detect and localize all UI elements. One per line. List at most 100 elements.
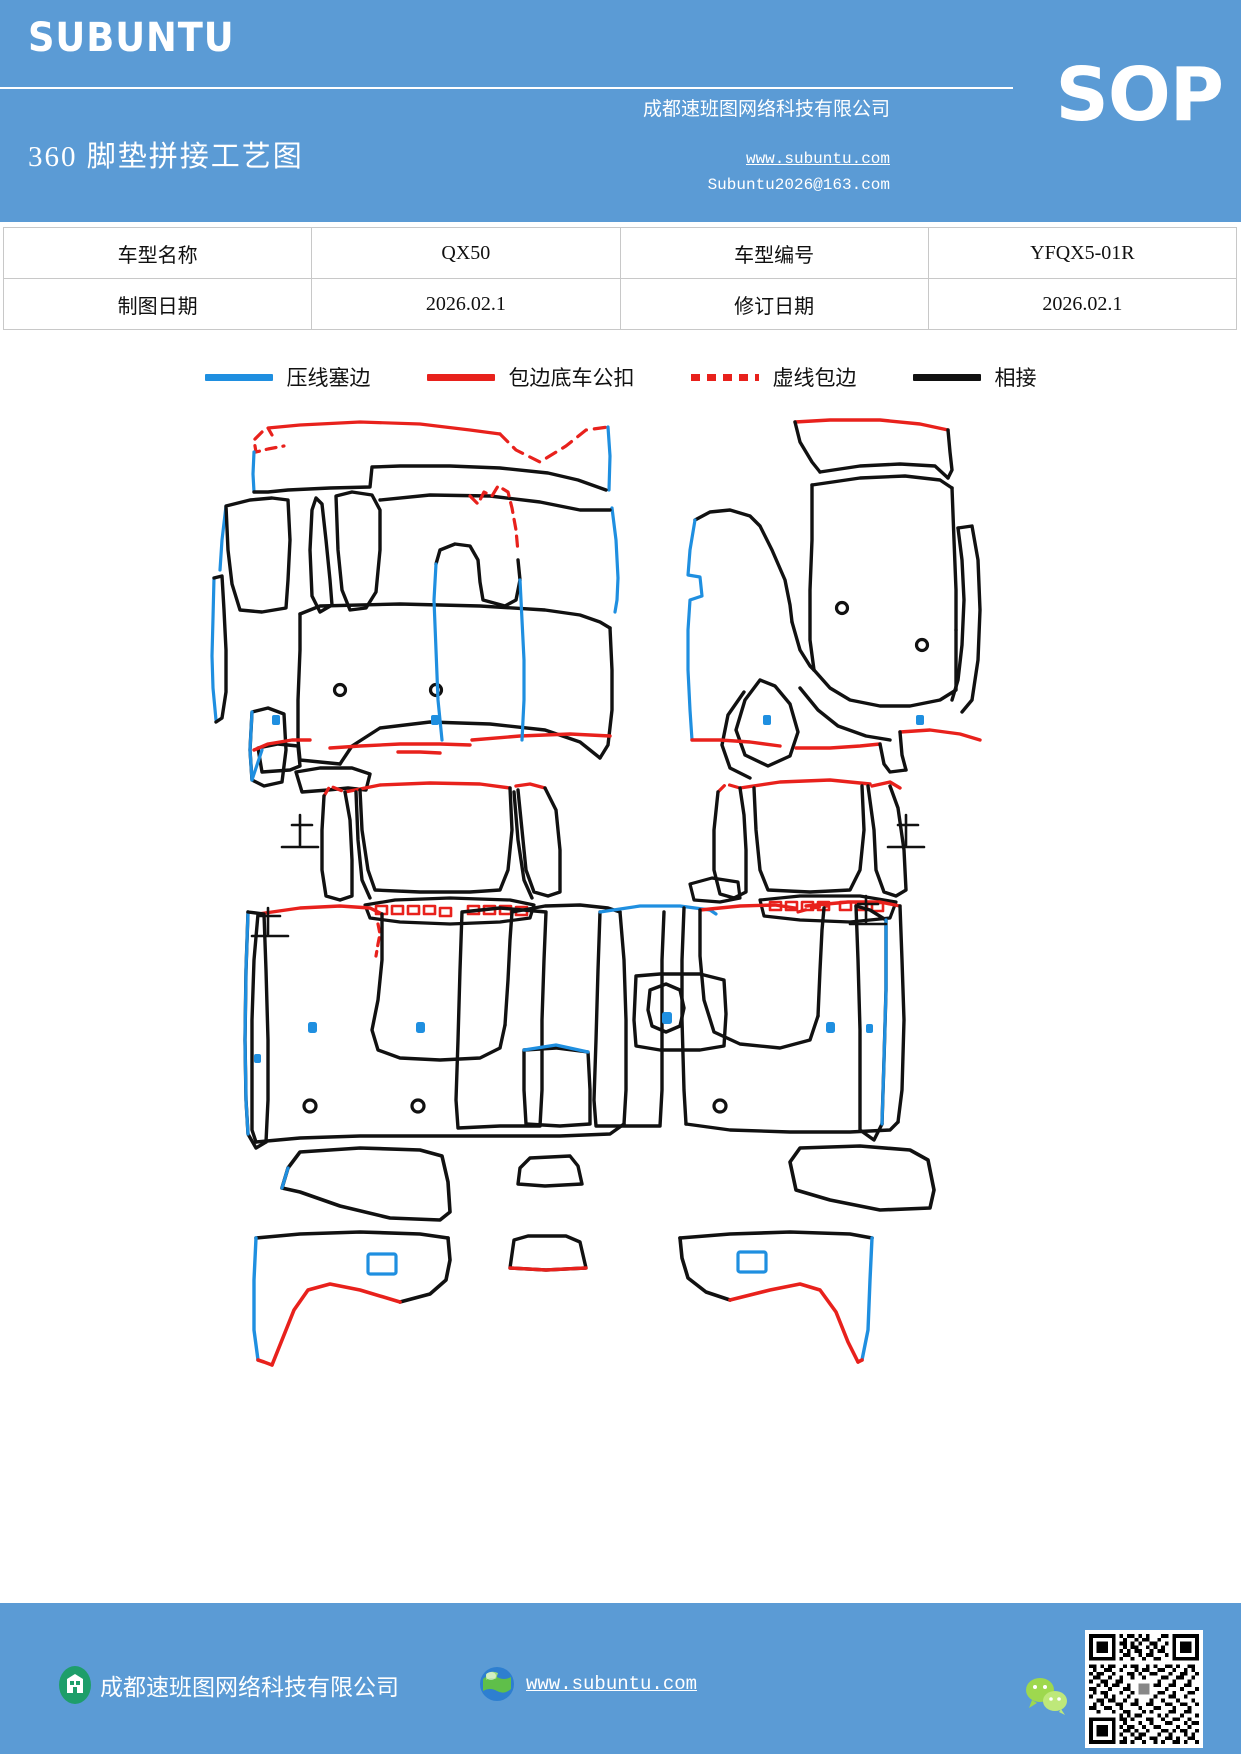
press-marker bbox=[763, 715, 771, 725]
bind-edge-red bbox=[856, 1358, 864, 1364]
cut-outline bbox=[338, 720, 602, 766]
cut-outline bbox=[734, 678, 800, 768]
wechat-icon bbox=[1026, 1678, 1067, 1715]
cut-outline bbox=[946, 428, 954, 480]
qr-code[interactable] bbox=[1085, 1630, 1203, 1748]
cut-outline bbox=[896, 904, 906, 1124]
cut-outline bbox=[678, 1236, 732, 1302]
press-edge-blue bbox=[610, 506, 620, 614]
bind-edge-red bbox=[396, 750, 442, 755]
page-footer: 成都速班图网络科技有限公司 www.subuntu.com bbox=[0, 1603, 1241, 1754]
cut-outline bbox=[354, 790, 372, 900]
value-draw-date: 2026.02.1 bbox=[311, 278, 621, 330]
legend-swatch-black-line bbox=[912, 373, 981, 381]
press-edge-blue bbox=[243, 910, 250, 1136]
rivet-hole bbox=[712, 1098, 728, 1114]
press-edge-blue bbox=[522, 1043, 590, 1054]
cut-outline bbox=[598, 626, 614, 760]
value-model-name: QX50 bbox=[311, 227, 621, 279]
bind-edge-red bbox=[898, 728, 982, 742]
label-revise-date: 修订日期 bbox=[619, 278, 929, 330]
cut-outline bbox=[646, 982, 686, 1034]
cut-outline bbox=[956, 524, 982, 714]
cut-outline bbox=[793, 420, 822, 474]
cut-outline bbox=[522, 1046, 592, 1128]
cut-outline bbox=[212, 574, 228, 724]
legend-item-joint: 相接 bbox=[912, 362, 1037, 392]
label-draw-date: 制图日期 bbox=[2, 278, 313, 330]
bind-edge-red bbox=[270, 1282, 402, 1367]
press-marker bbox=[272, 715, 280, 725]
mat-piece-bottom-trim-row bbox=[280, 1144, 936, 1222]
legend-label: 相接 bbox=[994, 366, 1037, 390]
rivet-hole bbox=[914, 637, 930, 653]
label-model-name: 车型名称 bbox=[2, 227, 313, 279]
cut-outline bbox=[256, 742, 302, 774]
brand-logo: SUBUNTU bbox=[28, 15, 235, 61]
footer-company: 成都速班图网络科技有限公司 bbox=[58, 1665, 399, 1705]
bind-edge-red bbox=[470, 732, 612, 742]
cut-outline bbox=[508, 1234, 588, 1272]
cut-outline bbox=[320, 790, 354, 902]
cut-outline bbox=[224, 496, 292, 614]
cut-outline bbox=[298, 602, 612, 630]
mat-pattern-svg bbox=[210, 418, 982, 1367]
press-marker bbox=[662, 1012, 672, 1024]
cut-outline bbox=[854, 904, 884, 1142]
press-window bbox=[736, 1250, 768, 1274]
footer-website-link[interactable]: www.subuntu.com bbox=[526, 1673, 698, 1695]
cut-outline bbox=[254, 1230, 450, 1240]
press-edge-blue bbox=[432, 562, 444, 742]
cut-outline bbox=[503, 910, 514, 1027]
cut-outline bbox=[798, 686, 892, 742]
cut-outline bbox=[280, 1146, 452, 1222]
cut-outline bbox=[812, 628, 958, 708]
cut-outline bbox=[788, 1144, 936, 1212]
press-edge-blue bbox=[248, 710, 254, 782]
legend-item-press-edge: 压线塞边 bbox=[204, 362, 371, 392]
bind-edge-red bbox=[793, 418, 950, 432]
bind-edge-red bbox=[690, 738, 782, 748]
legend-swatch-red-line bbox=[426, 373, 495, 381]
building-icon bbox=[59, 1666, 91, 1704]
bind-edge-red bbox=[343, 781, 512, 794]
qr-code-image bbox=[1089, 1634, 1199, 1744]
cut-outline bbox=[370, 912, 507, 1062]
label-model-code: 车型编号 bbox=[619, 227, 929, 279]
page-header: SUBUNTU SOP 成都速班图网络科技有限公司 360 脚垫拼接工艺图 ww… bbox=[0, 0, 1241, 222]
cut-outline bbox=[720, 690, 752, 780]
cut-outline bbox=[632, 972, 728, 1052]
floor-mat-layout-diagram bbox=[0, 400, 1241, 1580]
sop-badge: SOP bbox=[1055, 52, 1224, 138]
legend-label: 包边底车公扣 bbox=[508, 366, 635, 390]
mat-piece-center-strips bbox=[454, 904, 728, 1130]
mat-piece-main-right-panel bbox=[680, 900, 906, 1134]
cut-outline bbox=[516, 1154, 584, 1188]
legend: 压线塞边 包边底车公扣 虚线包边 相接 bbox=[0, 358, 1241, 396]
rivet-hole bbox=[834, 600, 850, 616]
bind-edge-red bbox=[252, 738, 312, 752]
footer-company-name: 成都速班图网络科技有限公司 bbox=[100, 1675, 399, 1700]
page-title: 360 脚垫拼接工艺图 bbox=[28, 141, 304, 173]
cut-outline bbox=[358, 786, 514, 894]
cut-outline bbox=[516, 786, 562, 898]
press-edge-blue bbox=[518, 578, 526, 742]
press-edge-blue bbox=[250, 748, 264, 782]
cut-outline bbox=[684, 1120, 900, 1134]
globe-icon bbox=[480, 1667, 514, 1701]
vehicle-info-table: 车型名称 QX50 车型编号 YFQX5-01R 制图日期 2026.02.1 … bbox=[2, 227, 1238, 330]
stop-mark bbox=[250, 906, 290, 938]
legend-swatch-red-dashed-line bbox=[690, 373, 759, 381]
dashed-bind-edge bbox=[252, 430, 286, 454]
press-edge-blue bbox=[880, 918, 888, 1126]
dashed-bind-edge bbox=[716, 782, 742, 794]
footer-website[interactable]: www.subuntu.com bbox=[478, 1665, 697, 1703]
mat-piece-left-sill-strips bbox=[243, 906, 290, 1150]
press-marker bbox=[916, 715, 924, 725]
rivet-hole bbox=[332, 682, 348, 698]
bind-edge-red bbox=[804, 900, 902, 908]
header-website-link[interactable]: www.subuntu.com bbox=[745, 150, 890, 168]
cut-outline bbox=[698, 908, 820, 1050]
cut-outline bbox=[454, 906, 548, 1130]
press-marker bbox=[431, 715, 439, 725]
